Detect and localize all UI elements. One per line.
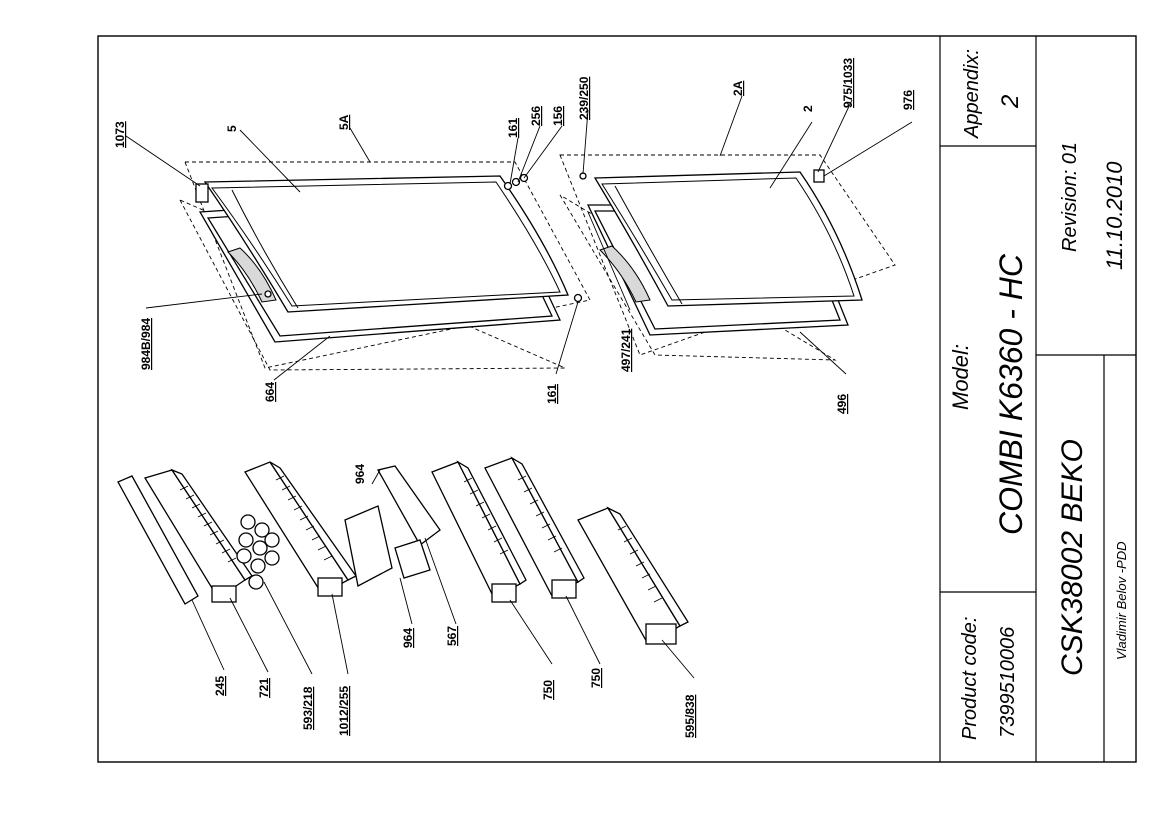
callout-976: 976	[901, 90, 915, 110]
bottle-separator-964	[344, 465, 441, 587]
callout-975-1033: 975/1033	[841, 58, 855, 108]
door-shelves	[117, 456, 689, 645]
freezer-door-handle	[227, 247, 277, 303]
callout-1073: 1073	[113, 121, 127, 148]
revision: Revision: 01	[1059, 142, 1081, 252]
callout-595-838: 595/838	[683, 694, 697, 738]
balcony-1012	[244, 461, 357, 597]
callout-567: 567	[445, 626, 459, 646]
shelf-cover-245	[117, 475, 199, 605]
balcony-750-a	[431, 460, 527, 603]
callout-664: 664	[263, 382, 277, 402]
callout-964-bottom: 964	[401, 628, 415, 648]
callout-496: 496	[835, 394, 849, 414]
revision-date: 11.10.2010	[1102, 161, 1127, 270]
egg-tray-593	[236, 514, 280, 590]
fridge-door-panel	[593, 171, 863, 307]
callout-750-b: 750	[589, 668, 603, 688]
drawing-frame	[97, 35, 1137, 763]
callout-161-top: 161	[506, 118, 520, 138]
callout-239-250: 239/250	[577, 76, 591, 120]
callout-5: 5	[225, 125, 239, 132]
callout-984B-984: 984B/984	[139, 318, 153, 370]
callout-5A: 5A	[337, 114, 351, 130]
leader-lines	[125, 95, 913, 679]
callout-2A: 2A	[731, 80, 745, 96]
callout-labels: 1073 5 5A 161 256 156 239/250 2A 2 975/1…	[113, 58, 915, 738]
author: Vladimir Belov -PDD	[1114, 542, 1129, 660]
freezer-door-assembly	[178, 161, 591, 371]
document-code: CSK38002 BEKO	[1056, 439, 1089, 676]
title-block: Appendix: 2 Model: COMBI K6360 - HC Revi…	[948, 49, 1129, 740]
appendix-label: Appendix:	[961, 49, 983, 139]
callout-750-a: 750	[541, 680, 555, 700]
fridge-door-assembly	[559, 154, 896, 361]
balcony-595	[577, 506, 689, 645]
model-label: Model:	[948, 344, 973, 410]
callout-245: 245	[213, 676, 227, 696]
callout-161-bottom: 161	[545, 384, 559, 404]
callout-593-218: 593/218	[301, 686, 315, 730]
callout-256: 256	[529, 106, 543, 126]
fridge-door-handle	[599, 245, 651, 303]
callout-2: 2	[801, 105, 815, 112]
callout-721: 721	[257, 678, 271, 698]
title-block-grid	[939, 36, 1136, 762]
callout-497-241: 497/241	[619, 328, 633, 372]
model-value: COMBI K6360 - HC	[993, 253, 1029, 535]
callout-1012-255: 1012/255	[337, 686, 351, 736]
balcony-750-b	[484, 456, 585, 599]
callout-964-top: 964	[353, 464, 367, 484]
product-code-label: Product code:	[959, 617, 981, 740]
product-code-value: 7399510006	[997, 626, 1019, 738]
callout-156: 156	[551, 106, 565, 126]
freezer-door-panel	[203, 175, 569, 313]
appendix-value: 2	[997, 95, 1024, 109]
